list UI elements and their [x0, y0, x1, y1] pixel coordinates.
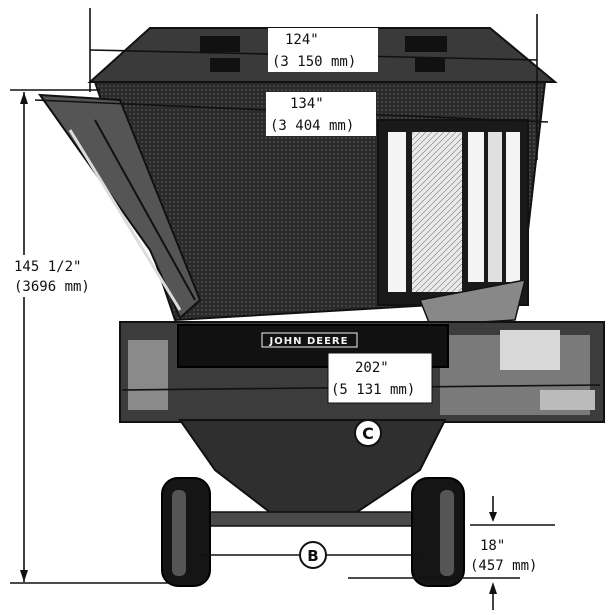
callout-c: C: [354, 419, 382, 447]
callout-b: B: [299, 541, 327, 569]
dimension-arrows: [20, 92, 497, 594]
label-top-width: 124" (3 150 mm): [268, 28, 378, 72]
right-wheel: [411, 477, 465, 587]
overall-height-inches: 145 1/2": [14, 259, 81, 275]
top-width-mm: (3 150 mm): [272, 54, 356, 70]
left-chute: [37, 93, 202, 320]
upper-width-inches: 134": [290, 96, 324, 112]
lid-vent-left: [200, 36, 240, 52]
callout-c-letter: C: [362, 424, 374, 443]
harvester-machine: JOHN DEERE: [37, 27, 605, 587]
axle: [194, 511, 441, 527]
label-ground-clearance: 18" (457 mm): [466, 532, 562, 574]
ground-clearance-mm: (457 mm): [470, 558, 537, 574]
overall-width-inches: 202": [355, 360, 389, 376]
label-upper-width: 134" (3 404 mm): [266, 92, 376, 136]
lid-vent-right: [405, 36, 447, 52]
label-overall-height: 145 1/2" (3696 mm): [10, 255, 122, 297]
label-overall-width: 202" (5 131 mm): [327, 352, 433, 404]
ground-clearance-inches: 18": [480, 538, 505, 554]
overall-width-mm: (5 131 mm): [331, 382, 415, 398]
brand-plate: [261, 332, 358, 348]
overall-height-mm: (3696 mm): [14, 279, 90, 295]
brand-text: JOHN DEERE: [269, 336, 349, 347]
lower-hopper: [178, 419, 447, 521]
operator-cab: [377, 119, 529, 326]
upper-width-mm: (3 404 mm): [270, 118, 354, 134]
top-width-inches: 124": [285, 32, 319, 48]
callout-b-letter: B: [307, 547, 318, 565]
